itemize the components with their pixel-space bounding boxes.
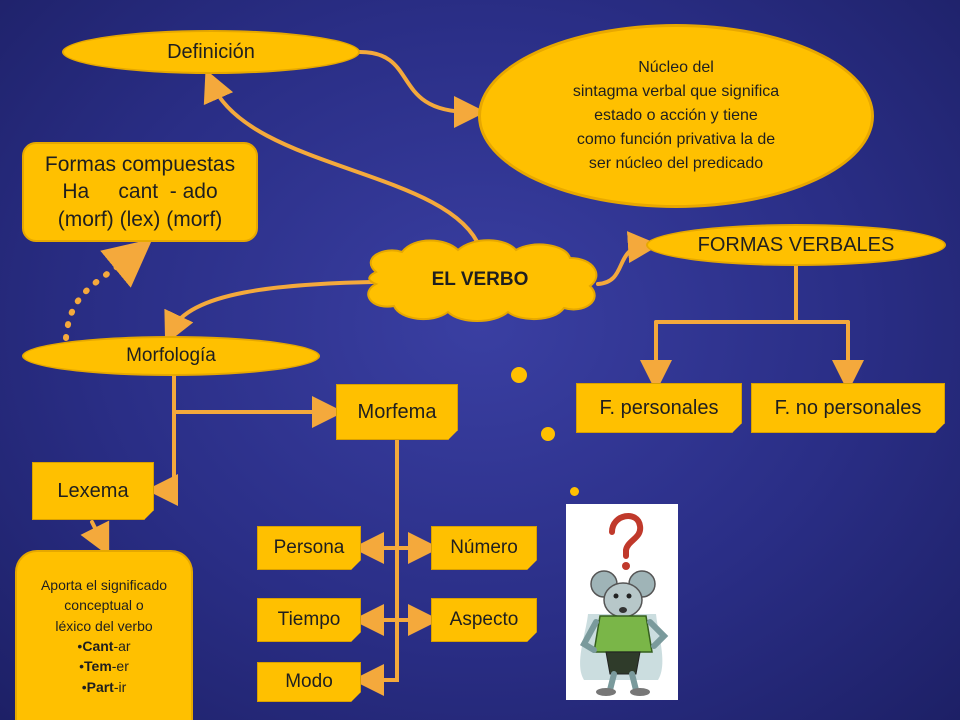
aporta-example-1-ending: -ar <box>113 638 131 654</box>
aspecto-node: Aspecto <box>431 598 537 642</box>
aporta-example-3-ending: -ir <box>113 678 127 695</box>
tiempo-node: Tiempo <box>257 598 361 642</box>
numero-node: Número <box>431 526 537 570</box>
formas-compuestas-example: Ha cant - ado <box>62 180 218 204</box>
formas-verbales-node: FORMAS VERBALES <box>646 224 946 266</box>
connector-definicion-nucleo <box>358 50 486 128</box>
aporta-line-2: conceptual o <box>64 597 144 614</box>
numero-label: Número <box>450 537 518 558</box>
question-mouse-icon <box>566 504 678 700</box>
connector-morfologia-morfema <box>172 374 344 428</box>
aporta-line-3: léxico del verbo <box>55 617 153 634</box>
nucleo-line-3: estado o acción y tiene <box>594 107 758 124</box>
aporta-example-2-stem: Tem <box>84 658 112 675</box>
connector-morfema-trunk <box>352 438 399 696</box>
persona-label: Persona <box>273 537 345 558</box>
f-personales-node: F. personales <box>576 383 742 433</box>
aporta-example-2-ending: -er <box>111 658 129 675</box>
nucleo-line-1: Núcleo del <box>638 59 714 76</box>
connector-morfologia-formas-compuestas <box>63 238 153 341</box>
nucleo-line-4: como función privativa la de <box>576 131 776 148</box>
f-no-personales-node: F. no personales <box>751 383 945 433</box>
morfema-node: Morfema <box>336 384 458 440</box>
connector-verbo-formas-verbales <box>596 231 660 286</box>
nucleo-line-5: ser núcleo del predicado <box>588 155 764 172</box>
mouse-clipart <box>579 513 669 696</box>
f-no-personales-label: F. no personales <box>774 396 922 419</box>
formas-compuestas-node: Formas compuestas Ha cant - ado (morf) (… <box>22 142 258 242</box>
f-personales-label: F. personales <box>599 396 719 419</box>
nucleo-definition-node: Núcleo del sintagma verbal que significa… <box>478 24 874 208</box>
aporta-example-3: •Part-ir <box>81 678 127 695</box>
tiempo-label: Tiempo <box>277 609 341 630</box>
el-verbo-label: EL VERBO <box>431 269 529 290</box>
lexema-label: Lexema <box>57 479 129 502</box>
connector-verbo-morfologia <box>164 280 374 345</box>
morfologia-label: Morfología <box>126 345 216 366</box>
formas-verbales-label: FORMAS VERBALES <box>697 233 895 256</box>
definicion-label: Definición <box>167 40 255 63</box>
aporta-example-1: •Cant-ar <box>77 638 131 654</box>
connector-verbo-definicion <box>203 69 482 250</box>
connector-lexema-aporta <box>80 520 110 557</box>
formas-compuestas-title: Formas compuestas <box>44 153 236 177</box>
thought-dot-small <box>570 487 579 496</box>
formas-compuestas-parts: (morf) (lex) (morf) <box>57 207 223 231</box>
thought-dot-large <box>511 367 527 383</box>
modo-node: Modo <box>257 662 361 702</box>
aporta-example-1-stem: Cant <box>82 638 114 654</box>
morfologia-node: Morfología <box>22 336 320 376</box>
definicion-node: Definición <box>62 30 360 74</box>
el-verbo-node: EL VERBO <box>380 262 580 298</box>
cloud-shape-icon <box>367 239 598 322</box>
nucleo-line-2: sintagma verbal que significa <box>572 83 780 100</box>
connector-morfologia-lexema <box>146 410 178 506</box>
persona-node: Persona <box>257 526 361 570</box>
aporta-line-1: Aporta el significado <box>40 577 168 594</box>
morfema-label: Morfema <box>357 400 437 423</box>
aporta-example-3-stem: Part <box>86 678 114 695</box>
aspecto-label: Aspecto <box>449 609 519 630</box>
lexema-node: Lexema <box>32 462 154 520</box>
modo-label: Modo <box>285 671 333 692</box>
aporta-node: Aporta el significado conceptual o léxic… <box>15 550 193 720</box>
connector-formas-verbales-split <box>654 264 850 324</box>
aporta-example-2: •Tem-er <box>79 658 129 675</box>
thought-dot-medium <box>541 427 555 441</box>
